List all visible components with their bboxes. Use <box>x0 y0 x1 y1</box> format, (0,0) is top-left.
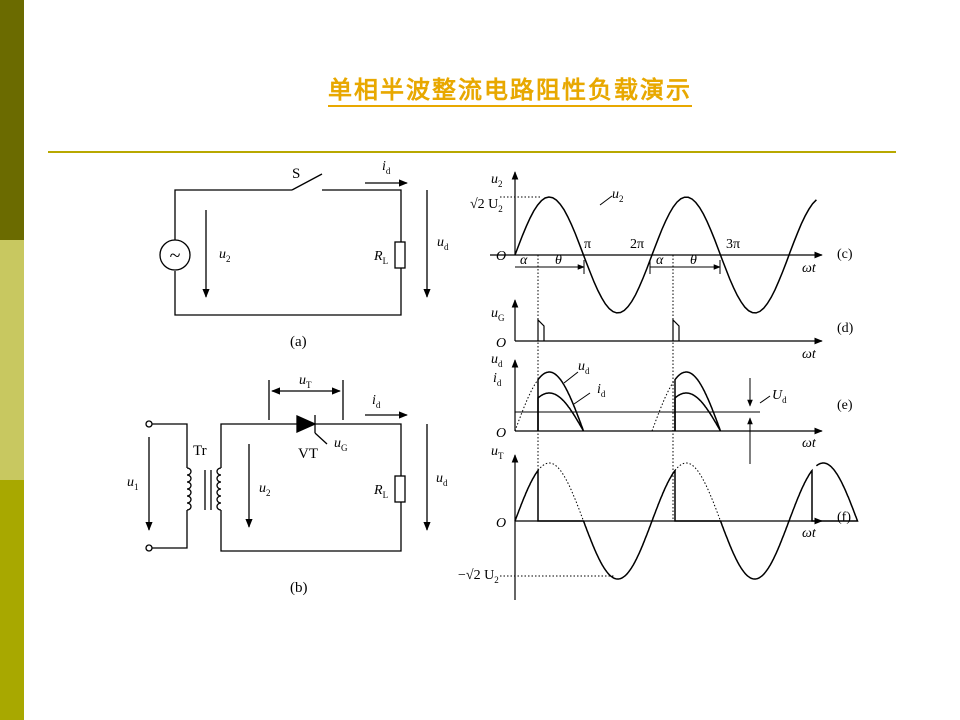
terminal-top <box>145 420 153 428</box>
id-label-a: id <box>382 159 391 176</box>
ut-dotted-2 <box>674 462 721 522</box>
c-tag: (c) <box>837 247 853 262</box>
u2-label-a: u2 <box>219 247 231 264</box>
ug-label-b: uG <box>334 436 348 453</box>
load-resistor-b <box>394 475 406 503</box>
c-theta-1: θ <box>555 253 562 268</box>
title-divider <box>48 151 896 153</box>
c-alpha-1: α <box>520 253 528 268</box>
f-origin: O <box>496 516 506 531</box>
e-tag: (e) <box>837 398 853 413</box>
terminal-bottom <box>145 544 153 552</box>
c-peak: √2 U2 <box>470 197 503 214</box>
ut-waveform <box>514 462 859 580</box>
d-origin: O <box>496 336 506 351</box>
thyristor-triangle <box>296 414 317 434</box>
wire-right-top <box>315 423 402 476</box>
switch-blade <box>291 173 323 191</box>
e-ylabel-id: id <box>493 371 502 388</box>
switch-label: S <box>292 166 300 182</box>
ud-label-b: ud <box>436 471 448 488</box>
caption-a: (a) <box>290 334 307 350</box>
load-resistor-a <box>394 241 406 269</box>
f-ylabel: uT <box>491 444 504 461</box>
e-origin: O <box>496 426 506 441</box>
slide-title: 单相半波整流电路阻性负载演示 <box>0 70 960 107</box>
c-theta-2: θ <box>690 253 697 268</box>
waveform-curves <box>514 196 859 580</box>
ut-label: uT <box>299 373 312 390</box>
ud-waveform-2 <box>674 371 722 432</box>
f-neg-peak: −√2 U2 <box>458 568 499 585</box>
c-pi: π <box>584 237 591 252</box>
tr-label: Tr <box>193 443 207 459</box>
ut-ticks <box>268 380 344 420</box>
c-curve-label: u2 <box>612 187 624 204</box>
e-ud-curve-label: ud <box>578 359 590 376</box>
gate-lead <box>314 432 328 445</box>
circuit-a <box>159 173 431 316</box>
wire-bottom-b <box>220 502 402 552</box>
u2-leader <box>599 195 613 206</box>
f-tag: (f) <box>837 510 851 525</box>
slide-title-text: 单相半波整流电路阻性负载演示 <box>328 76 692 107</box>
secondary-wire-top <box>220 423 297 468</box>
rl-label-b: RL <box>373 483 388 500</box>
gate-pulse-1 <box>537 318 545 341</box>
d-xlabel: ωt <box>802 347 817 362</box>
gate-pulse-2 <box>672 318 680 341</box>
ud-label-a: ud <box>437 235 449 252</box>
circuit-b <box>145 380 431 552</box>
circuit-a-wire-top-left <box>174 189 292 240</box>
primary-coil <box>186 467 192 511</box>
transformer-core <box>204 470 212 510</box>
c-origin: O <box>496 249 506 264</box>
c-ylabel: u2 <box>491 172 503 189</box>
c-alpha-2: α <box>656 253 664 268</box>
e-ud-avg-label: Ud <box>772 388 787 405</box>
left-bar-dark <box>0 0 24 240</box>
ud-leader <box>759 395 771 404</box>
u2-label-b: u2 <box>259 481 271 498</box>
u2-waveform <box>514 196 817 314</box>
left-bar-light <box>0 240 24 480</box>
e-ylabel-ud: ud <box>491 352 503 369</box>
ac-symbol: ~ <box>170 245 181 267</box>
c-2pi: 2π <box>630 237 644 252</box>
left-bar-mid <box>0 480 24 720</box>
id-label-b: id <box>372 393 381 410</box>
rl-label-a: RL <box>373 249 388 266</box>
circuit-a-wire-bottom <box>174 268 402 316</box>
d-tag: (d) <box>837 321 854 336</box>
waveform-axes <box>490 171 823 600</box>
ud-dotted-1 <box>514 379 539 432</box>
ut-dotted-1 <box>537 462 584 522</box>
u1-label: u1 <box>127 475 139 492</box>
id-waveform-1 <box>537 392 585 432</box>
ud-waveform-1 <box>537 371 585 432</box>
ud-curve-leader <box>563 371 579 384</box>
gate-pulses <box>537 318 680 341</box>
vt-label: VT <box>298 446 318 462</box>
e-xlabel: ωt <box>802 436 817 451</box>
d-ylabel: uG <box>491 306 505 323</box>
ac-source-a <box>159 239 191 271</box>
primary-wire-top <box>152 423 188 468</box>
f-xlabel: ωt <box>802 526 817 541</box>
id-waveform-2 <box>674 392 722 432</box>
caption-b: (b) <box>290 580 308 596</box>
ud-dotted-2 <box>651 379 676 432</box>
circuit-a-wire-top-right <box>322 189 402 242</box>
id-curve-leader <box>573 392 591 405</box>
primary-wire-bottom <box>152 510 188 549</box>
c-xlabel: ωt <box>802 261 817 276</box>
c-3pi: 3π <box>726 237 740 252</box>
secondary-coil <box>216 467 222 511</box>
e-id-curve-label: id <box>597 382 606 399</box>
left-decor-bar <box>0 0 24 720</box>
